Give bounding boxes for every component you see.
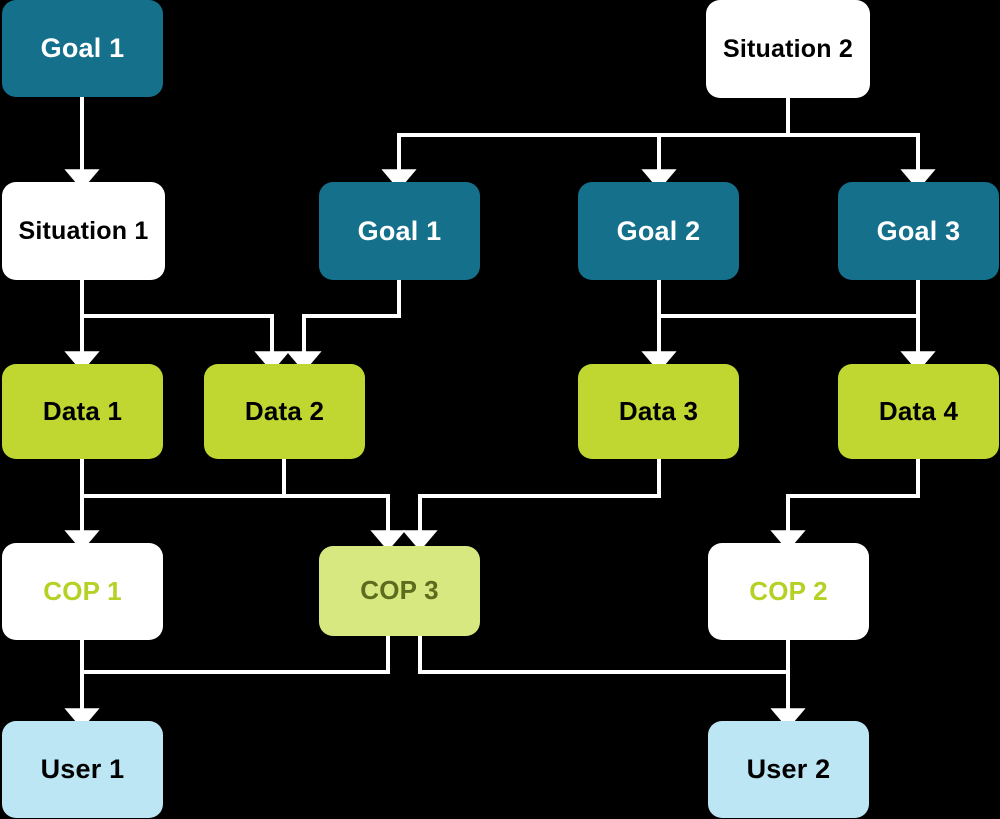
node-label: Situation 2 [723, 35, 853, 63]
node-goal1a[interactable]: Goal 1 [2, 0, 163, 97]
node-data1[interactable]: Data 1 [2, 364, 163, 459]
node-cop3[interactable]: COP 3 [319, 546, 480, 636]
node-user2[interactable]: User 2 [708, 721, 869, 818]
node-label: Data 4 [878, 395, 959, 426]
node-label: Situation 1 [18, 217, 149, 245]
node-label: COP 3 [360, 575, 439, 606]
edge-situation1-to-data2 [82, 314, 290, 372]
edge-data1-to-cop3 [82, 494, 406, 551]
edge-situation2-to-goal2 [641, 133, 788, 190]
node-label: Data 2 [244, 395, 325, 426]
node-label: COP 2 [749, 575, 828, 606]
node-label: Data 1 [42, 395, 123, 426]
node-label: User 2 [746, 754, 831, 785]
node-situation2[interactable]: Situation 2 [706, 0, 870, 98]
edge-data4-to-cop2 [770, 459, 920, 551]
node-cop1[interactable]: COP 1 [2, 543, 163, 640]
node-goal3[interactable]: Goal 3 [838, 182, 999, 280]
edge-goal3-to-data3 [659, 280, 920, 318]
node-data4[interactable]: Data 4 [838, 364, 999, 459]
node-cop2[interactable]: COP 2 [708, 543, 869, 640]
edge-data3-to-cop3 [402, 459, 661, 551]
node-label: User 1 [40, 754, 125, 785]
node-user1[interactable]: User 1 [2, 721, 163, 818]
node-goal2[interactable]: Goal 2 [578, 182, 739, 280]
node-label: Goal 3 [876, 215, 961, 246]
edge-cop3-to-user1 [82, 636, 390, 674]
node-label: Goal 1 [40, 33, 125, 64]
node-label: Data 3 [618, 395, 699, 426]
node-situation1[interactable]: Situation 1 [2, 182, 165, 280]
node-label: COP 1 [43, 575, 122, 606]
node-label: Goal 1 [357, 215, 442, 246]
node-label: Goal 2 [616, 215, 701, 246]
node-data3[interactable]: Data 3 [578, 364, 739, 459]
edge-situation2-to-goal3 [788, 133, 936, 190]
node-goal1b[interactable]: Goal 1 [319, 182, 480, 280]
edge-goal1b-to-data2 [286, 280, 401, 372]
node-data2[interactable]: Data 2 [204, 364, 365, 459]
edge-situation2-to-goal1b [381, 133, 788, 190]
edge-cop3-to-user2 [418, 636, 788, 674]
